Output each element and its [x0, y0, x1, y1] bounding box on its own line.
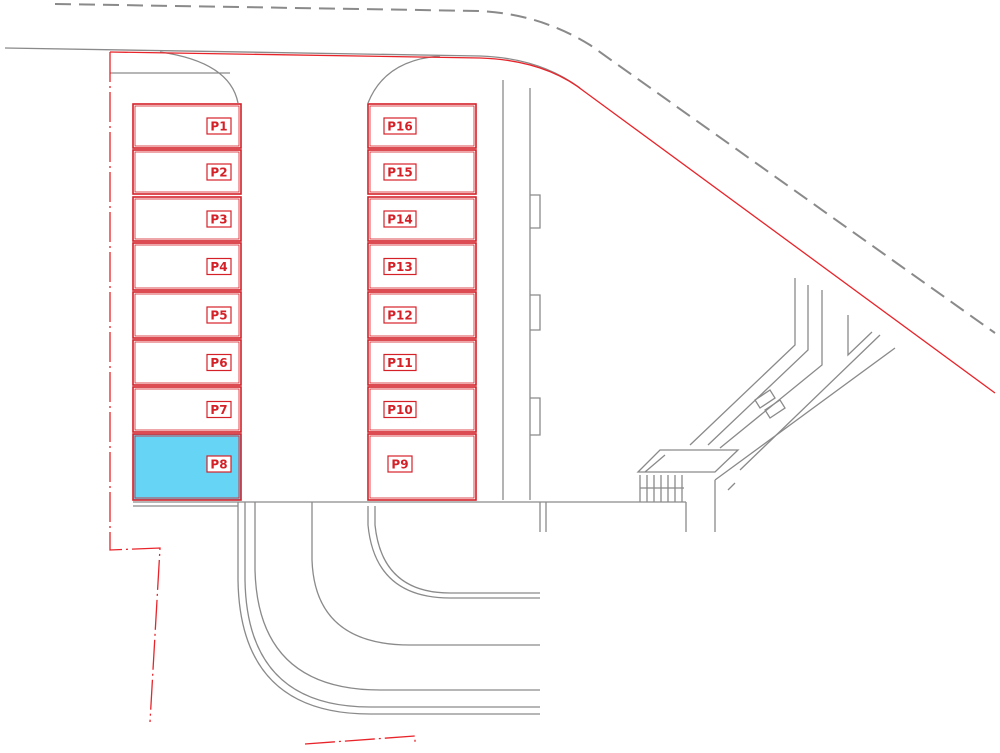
- parking-slot-p12[interactable]: P12: [367, 291, 477, 339]
- slot-rect[interactable]: [132, 433, 242, 501]
- slot-rect[interactable]: [132, 339, 242, 386]
- parking-slot-p1[interactable]: P1: [132, 103, 242, 149]
- slot-rect[interactable]: [367, 242, 477, 291]
- service-lane-blocks: [530, 194, 541, 436]
- boundary-bottom: [304, 735, 416, 745]
- parking-slot-p10[interactable]: P10: [367, 386, 477, 433]
- slot-rect[interactable]: [367, 386, 477, 433]
- parking-slot-p14[interactable]: P14: [367, 196, 477, 242]
- parking-slot-p9[interactable]: P9: [367, 433, 477, 501]
- parking-slot-p5[interactable]: P5: [132, 291, 242, 339]
- stair-ramp: [689, 278, 881, 471]
- entry-ramp-outer: [237, 502, 540, 715]
- service-lane: [502, 80, 531, 500]
- exit-ramp: [367, 506, 540, 599]
- boundary-left: [109, 52, 161, 723]
- middle-island: [367, 55, 441, 104]
- parking-slot-p11[interactable]: P11: [367, 339, 477, 386]
- right-wall: [685, 347, 896, 532]
- landing-stairs: [639, 475, 684, 502]
- slot-rect[interactable]: [132, 103, 242, 149]
- road-lines: [4, 3, 996, 715]
- left-island: [110, 51, 239, 104]
- boundary-top: [109, 51, 996, 394]
- parking-slot-p15[interactable]: P15: [367, 149, 477, 195]
- parking-slot-p6[interactable]: P6: [132, 339, 242, 386]
- stair-steps: [754, 389, 786, 419]
- parking-slot-p7[interactable]: P7: [132, 386, 242, 433]
- slot-rect[interactable]: [367, 339, 477, 386]
- ramp-wedge: [847, 315, 873, 357]
- property-boundary: [109, 51, 996, 745]
- parking-slot-p2[interactable]: P2: [132, 149, 242, 195]
- slot-rect[interactable]: [367, 103, 477, 149]
- landing: [636, 449, 740, 473]
- exit-ramp-posts: [539, 502, 547, 532]
- slot-rect[interactable]: [367, 149, 477, 195]
- top-kerb: [4, 47, 581, 89]
- parking-slot-p8[interactable]: P8: [132, 433, 242, 501]
- entry-ramp-inner: [311, 502, 540, 646]
- parking-slot-p4[interactable]: P4: [132, 242, 242, 291]
- slot-rect[interactable]: [132, 291, 242, 339]
- slot-rect[interactable]: [132, 149, 242, 195]
- parking-slot-p13[interactable]: P13: [367, 242, 477, 291]
- parking-slot-p3[interactable]: P3: [132, 196, 242, 242]
- outer-road-edge: [54, 3, 996, 334]
- slot-rect[interactable]: [367, 196, 477, 242]
- slot-rect[interactable]: [367, 433, 477, 501]
- slot-rect[interactable]: [132, 386, 242, 433]
- parking-slot-p16[interactable]: P16: [367, 103, 477, 149]
- slot-rect[interactable]: [132, 196, 242, 242]
- baseline-kerb: [133, 501, 686, 507]
- entry-ramp-mid: [254, 502, 540, 691]
- slot-rect[interactable]: [132, 242, 242, 291]
- slot-rect[interactable]: [367, 291, 477, 339]
